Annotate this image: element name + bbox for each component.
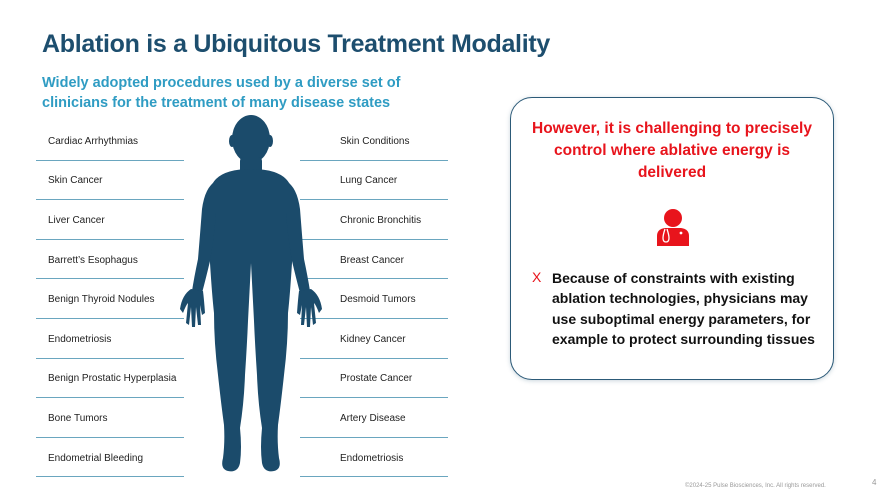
list-item-label: Skin Conditions [340,135,410,147]
list-item: Chronic Bronchitis [300,200,448,240]
list-item-label: Desmoid Tumors [340,294,416,306]
list-item-label: Bone Tumors [48,412,108,424]
list-item-label: Benign Thyroid Nodules [48,294,155,306]
list-item-label: Lung Cancer [340,175,398,187]
list-item: Endometriosis [36,319,184,359]
challenge-callout-card: However, it is challenging to precisely … [510,97,834,380]
list-item: Cardiac Arrhythmias [36,121,184,161]
doctor-icon [657,209,689,246]
list-item-label: Cardiac Arrhythmias [48,135,139,147]
list-item: Benign Thyroid Nodules [36,279,184,319]
callout-bullet-text: Because of constraints with existing abl… [552,270,815,347]
list-item: Benign Prostatic Hyperplasia [36,359,184,399]
list-item-label: Endometriosis [340,452,404,464]
list-item: Lung Cancer [300,161,448,201]
list-item-label: Skin Cancer [48,175,103,187]
list-item-label: Endometriosis [48,333,112,345]
slide-subtitle: Widely adopted procedures used by a dive… [42,75,401,111]
human-body-silhouette-icon [180,115,322,472]
list-item-label: Breast Cancer [340,254,404,266]
list-item: Barrett’s Esophagus [36,240,184,280]
callout-headline: However, it is challenging to precisely … [532,120,812,181]
left-condition-list: Cardiac Arrhythmias Skin Cancer Liver Ca… [36,121,184,478]
list-item-label: Benign Prostatic Hyperplasia [48,373,177,385]
copyright-footer: ©2024-25 Pulse Biosciences, Inc. All rig… [685,483,826,489]
list-item-label: Artery Disease [340,412,406,424]
list-item: Breast Cancer [300,240,448,280]
slide-title: Ablation is a Ubiquitous Treatment Modal… [42,30,550,58]
list-item: Endometrial Bleeding [36,438,184,478]
list-item-label: Endometrial Bleeding [48,452,144,464]
list-item: Skin Conditions [300,121,448,161]
list-item: Desmoid Tumors [300,279,448,319]
list-item: Bone Tumors [36,398,184,438]
x-mark-icon: X [532,269,542,285]
list-item: Endometriosis [300,438,448,478]
list-item-label: Chronic Bronchitis [340,214,422,226]
right-condition-list: Skin Conditions Lung Cancer Chronic Bron… [300,121,448,478]
list-item: Kidney Cancer [300,319,448,359]
list-item-label: Kidney Cancer [340,333,406,345]
page-number: 4 [872,478,877,487]
list-item: Liver Cancer [36,200,184,240]
list-item-label: Liver Cancer [48,214,105,226]
list-item: Artery Disease [300,398,448,438]
list-item-label: Prostate Cancer [340,373,413,385]
list-item-label: Barrett’s Esophagus [48,254,138,266]
list-item: Skin Cancer [36,161,184,201]
list-item: Prostate Cancer [300,359,448,399]
